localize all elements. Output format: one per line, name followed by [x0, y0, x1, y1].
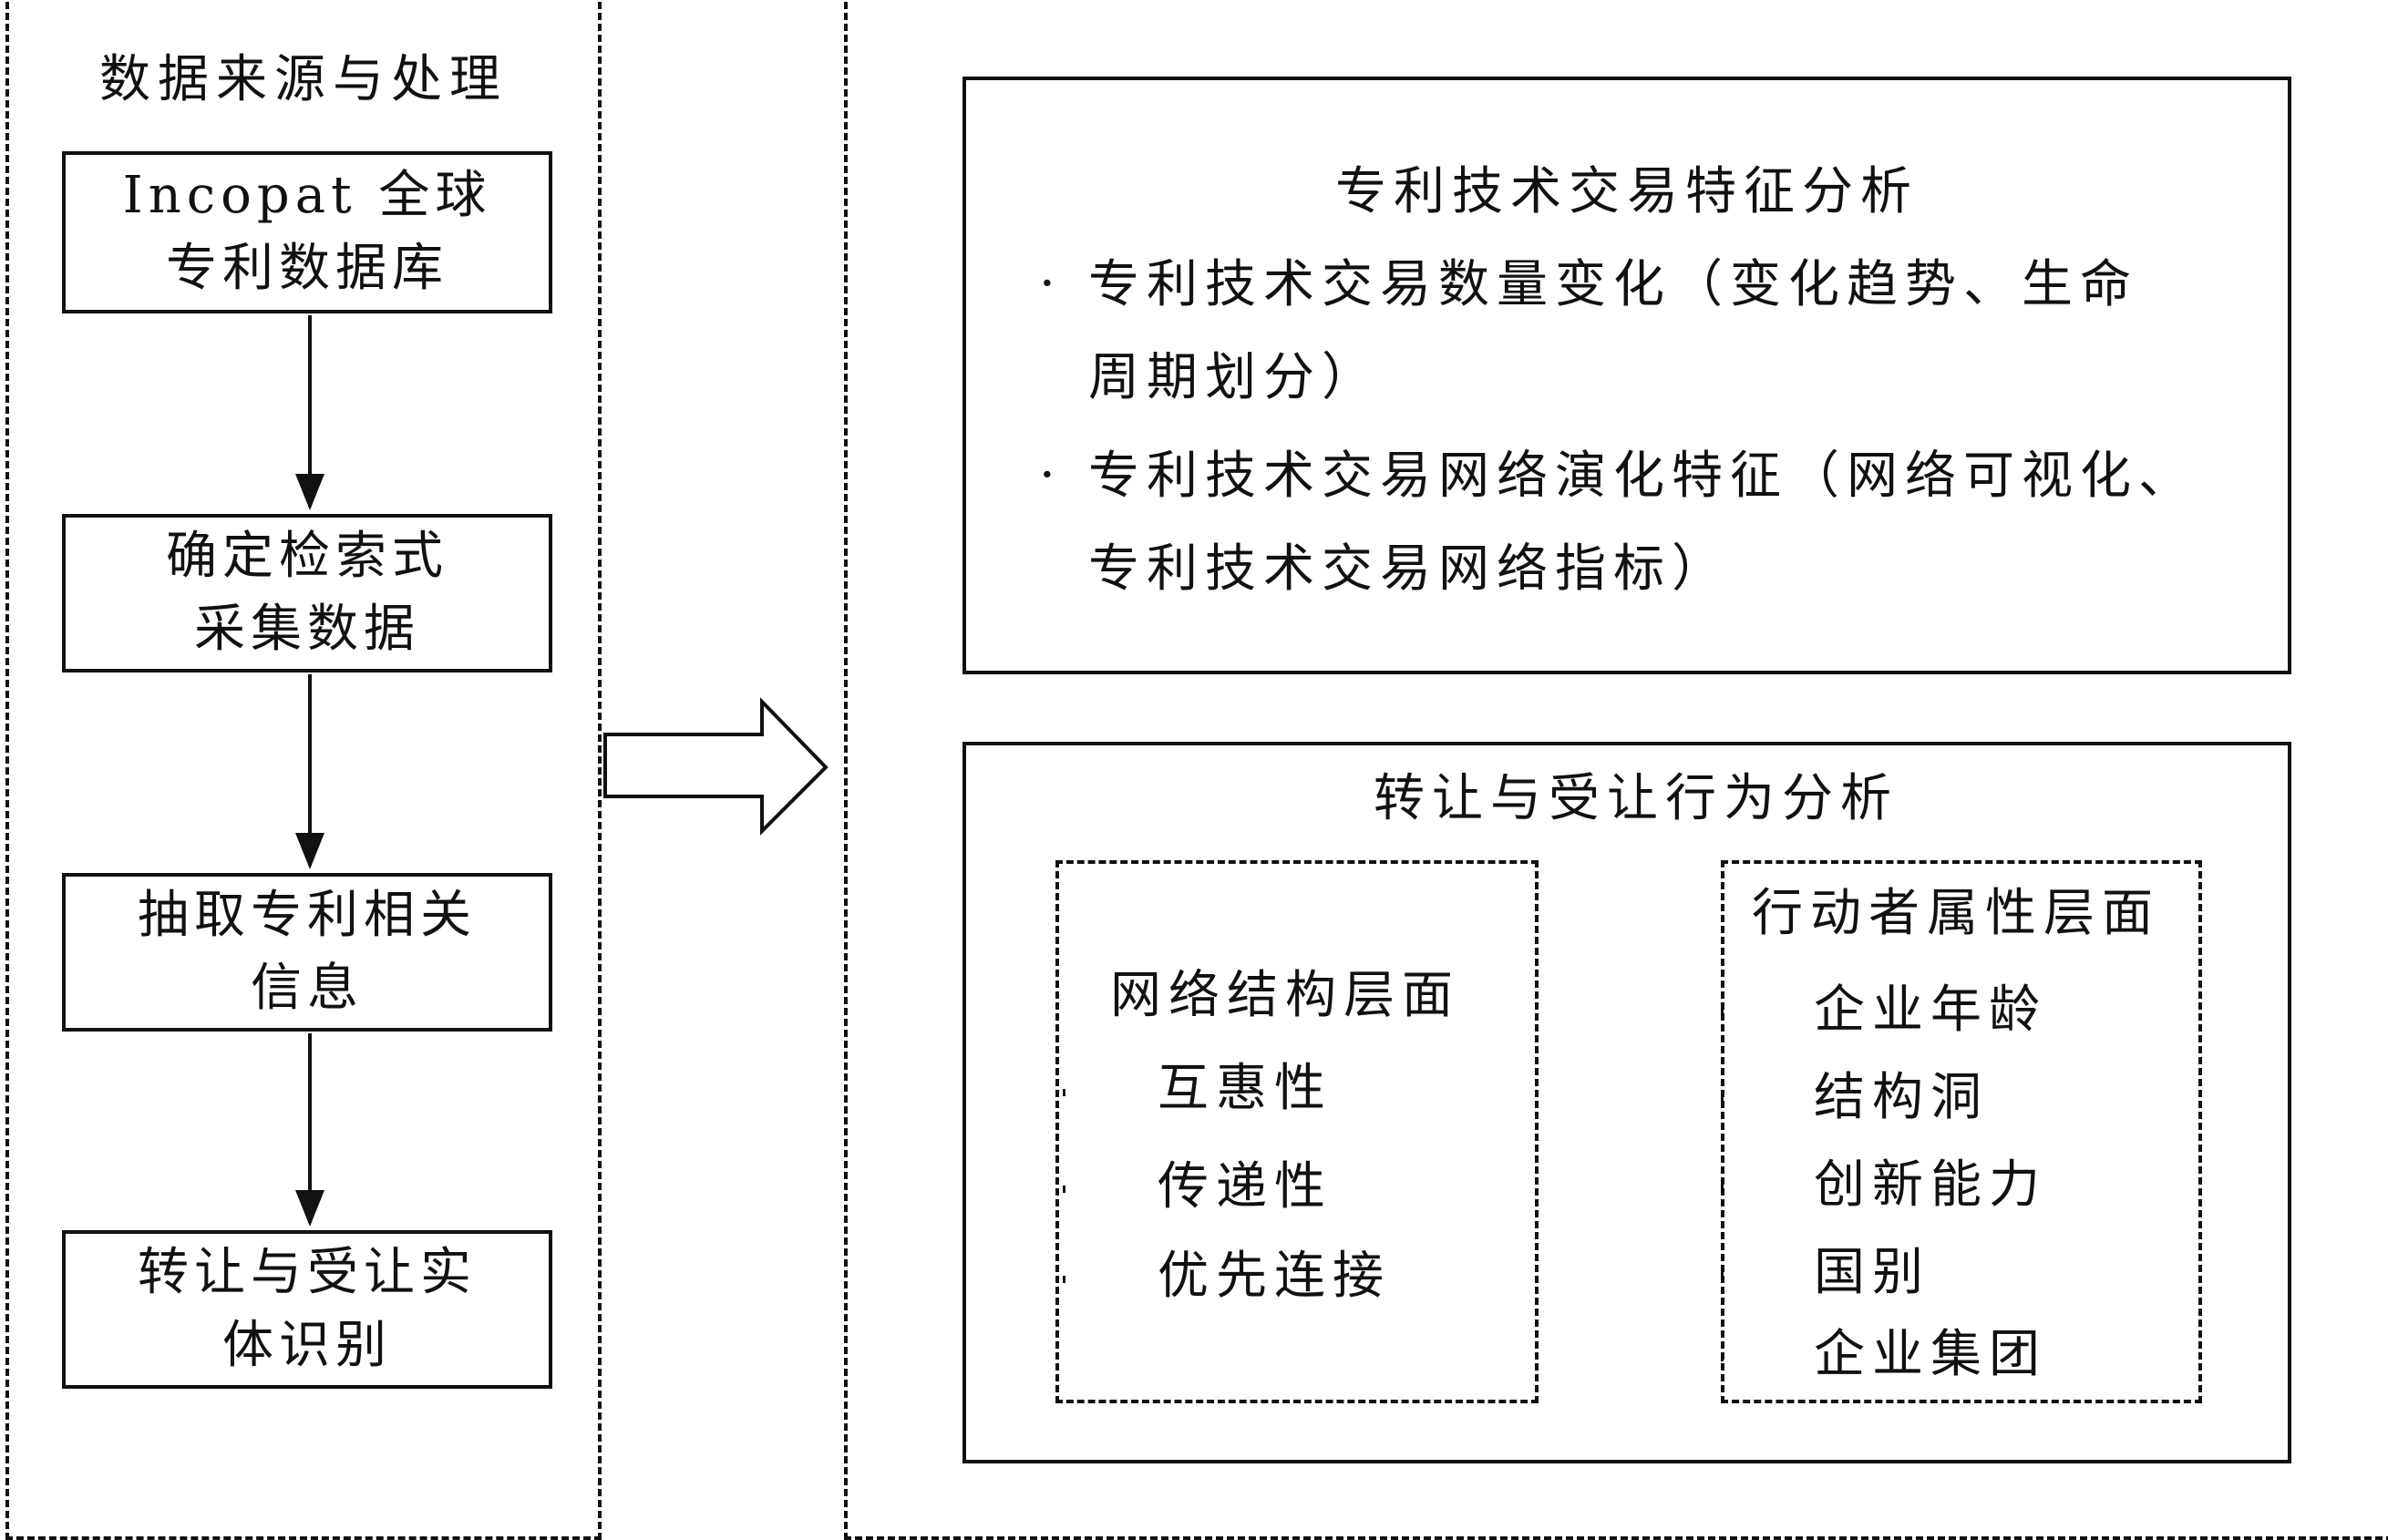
bullet-dot: ·	[1039, 254, 1055, 313]
step-box-line: 体识别	[222, 1316, 392, 1375]
transfer-behavior-box	[962, 742, 2291, 1463]
step-box-database: Incopat 全球 专利数据库	[62, 151, 552, 313]
bullet-dot: ·	[1039, 446, 1055, 505]
transfer-behavior-title: 转让与受让行为分析	[1374, 769, 1899, 828]
item-marker	[1721, 1272, 1724, 1279]
step-box-line: 信息	[251, 959, 364, 1018]
network-structure-title: 网络结构层面	[1110, 966, 1460, 1025]
step-box-line: 抽取专利相关	[138, 886, 477, 945]
step-box-line: Incopat 全球	[122, 166, 492, 225]
actor-attribute-item: 企业年龄	[1814, 980, 2047, 1040]
transaction-feature-box	[962, 77, 2291, 674]
item-marker	[1063, 1186, 1065, 1193]
step-box-line: 专利数据库	[166, 239, 448, 298]
actor-attribute-item: 企业集团	[1814, 1325, 2047, 1384]
network-structure-box	[1055, 860, 1539, 1403]
bullet-text-line: 专利技术交易数量变化（变化趋势、生命	[1088, 255, 2138, 314]
item-marker	[1063, 1276, 1065, 1283]
actor-attribute-item: 结构洞	[1814, 1068, 1989, 1127]
network-structure-item: 互惠性	[1158, 1059, 1333, 1118]
network-structure-item: 优先连接	[1158, 1247, 1391, 1306]
step-box-line: 转让与受让实	[138, 1243, 477, 1302]
item-marker	[1721, 1354, 1724, 1361]
transaction-feature-title: 专利技术交易特征分析	[1335, 162, 1919, 221]
step-box-line: 采集数据	[194, 600, 420, 659]
data-processing-title: 数据来源与处理	[99, 50, 508, 109]
step-box-line: 确定检索式	[166, 527, 448, 586]
item-marker	[1063, 1089, 1065, 1096]
network-structure-item: 传递性	[1158, 1157, 1333, 1217]
actor-attribute-box	[1721, 860, 2202, 1403]
item-marker	[1721, 1010, 1724, 1017]
actor-attribute-item: 国别	[1814, 1243, 1930, 1302]
bullet-text-line: 专利技术交易网络演化特征（网络可视化、	[1088, 447, 2197, 506]
right-arrow-icon	[603, 697, 829, 836]
step-box-search: 确定检索式 采集数据	[62, 514, 552, 672]
item-marker	[1721, 1185, 1724, 1192]
item-marker	[1721, 1097, 1724, 1104]
actor-attribute-item: 创新能力	[1814, 1155, 2047, 1215]
step-box-extract: 抽取专利相关 信息	[62, 873, 552, 1032]
bullet-text-line: 周期划分）	[1088, 348, 1380, 407]
bullet-text-line: 专利技术交易网络指标）	[1088, 539, 1730, 599]
actor-attribute-title: 行动者属性层面	[1752, 884, 2160, 943]
step-box-identify: 转让与受让实 体识别	[62, 1230, 552, 1389]
